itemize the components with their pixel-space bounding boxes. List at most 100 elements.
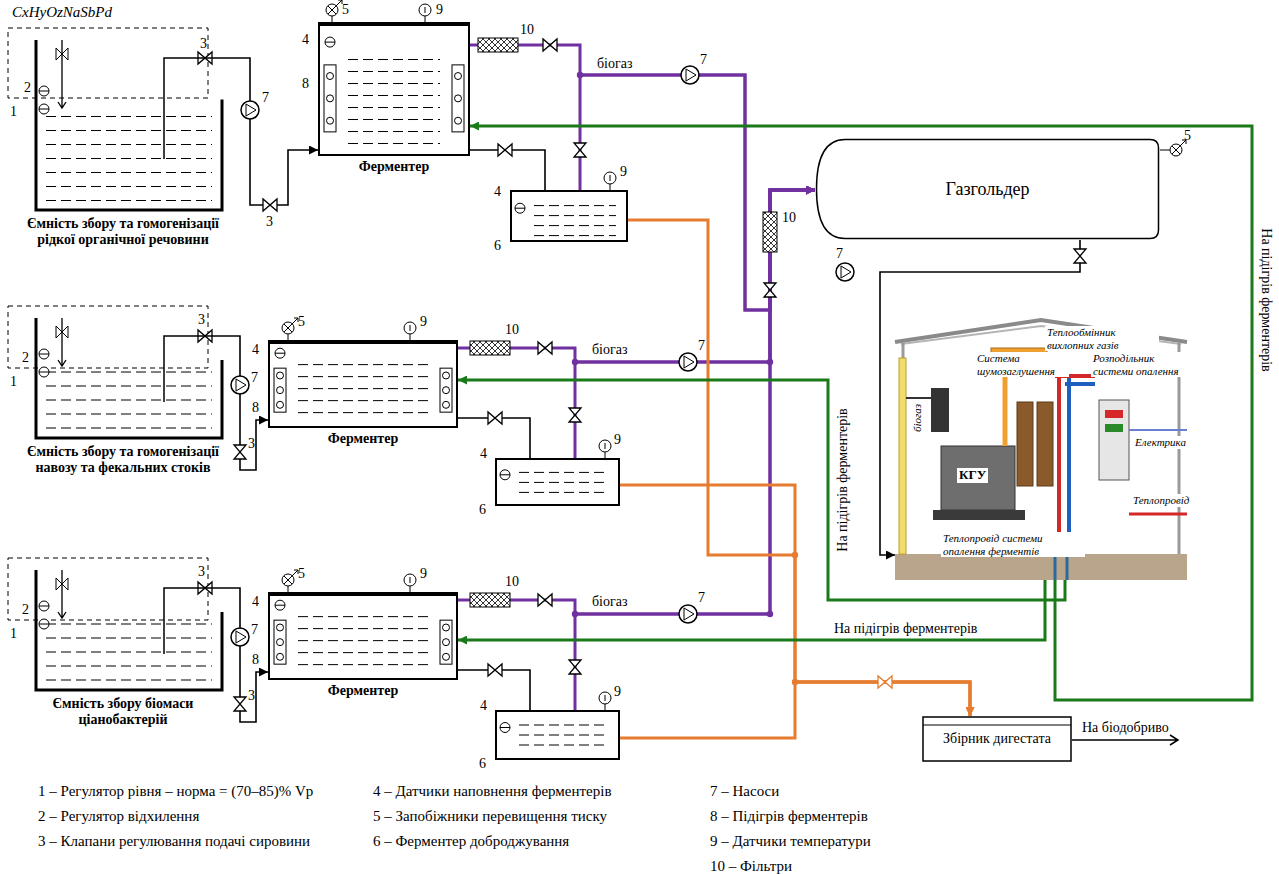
legend-entry: 10 – Фільтри	[710, 858, 792, 874]
level-regulator	[39, 354, 49, 355]
pump-symbol	[681, 66, 699, 84]
supply-pipe	[1057, 376, 1061, 554]
valve-symbol	[878, 676, 892, 688]
fermenter-tank	[319, 23, 469, 155]
biogas-pipe-label: біогаз	[911, 402, 924, 434]
legend-entry: 1 – Регулятор рівня – норма = (70–85)% V…	[38, 783, 313, 800]
legend-entry: 5 – Запобіжники перевищення тиску	[373, 808, 607, 825]
suction-pipe	[164, 58, 232, 159]
valve-symbol	[569, 660, 581, 674]
valve-symbol	[56, 578, 68, 590]
legend-entry: 2 – Регулятор відхилення	[38, 808, 199, 825]
level-regulator	[39, 91, 49, 92]
callout-number: 3	[198, 312, 205, 327]
node-label: Збірник дигестата	[943, 731, 1051, 747]
gas-meter	[931, 388, 949, 432]
digestate-pipe	[628, 220, 970, 716]
node-label: Газгольдер	[945, 179, 1029, 200]
liquid-level	[46, 638, 212, 639]
liquid-level	[298, 652, 428, 653]
callout-number: 2	[24, 80, 31, 95]
callout-number: 10	[782, 210, 796, 225]
heater-coil	[455, 95, 462, 102]
fill-sensor	[325, 42, 335, 43]
callout-number: 4	[302, 32, 309, 47]
fermenter-tank	[269, 341, 457, 427]
filter-symbol	[470, 593, 510, 607]
chp-engine	[941, 446, 1015, 510]
fill-sensor	[325, 37, 335, 47]
liquid-level	[348, 95, 440, 96]
fermenter-box: Ферментер	[318, 22, 470, 180]
callout-number: 7	[251, 622, 258, 637]
fermenter-tank	[269, 593, 457, 679]
liquid-level	[348, 143, 440, 144]
silencer-label: Система шумозаглушення	[975, 352, 1069, 377]
gasholder-outline	[817, 140, 1159, 239]
node-label: Ферментер	[328, 431, 399, 447]
electricity-label: Електрика	[1133, 436, 1188, 449]
callout-number: 3	[248, 688, 255, 703]
pipe-label: На підігрів ферментерів	[835, 406, 850, 553]
callout-number: 5	[298, 314, 305, 329]
callout-number: 3	[266, 214, 273, 229]
safety-valve-symbol	[282, 570, 298, 592]
heater-coil	[327, 95, 334, 102]
heater-coil	[455, 117, 462, 124]
post-fermenter-tank	[496, 711, 619, 759]
callout-number: 9	[436, 2, 443, 17]
fill-sensor	[515, 208, 525, 209]
callout-number: 6	[479, 756, 486, 772]
callout-number: 8	[252, 400, 259, 415]
callout-number: 7	[698, 590, 705, 605]
fermenter-lid	[268, 340, 458, 344]
level-regulator	[39, 372, 49, 373]
heater-coil	[327, 117, 334, 124]
callout-number: 3	[248, 436, 255, 451]
level-regulator	[39, 619, 49, 629]
fill-sensor	[500, 727, 510, 728]
liquid-level	[519, 492, 608, 493]
liquid-level	[46, 652, 212, 653]
heat-pipe	[1129, 513, 1187, 516]
heat-pipe	[1055, 554, 1067, 580]
suction-pipe	[164, 336, 232, 402]
liquid-level	[46, 158, 212, 159]
legend-entry: 7 – Насоси	[710, 783, 779, 800]
feed-pipe	[232, 336, 268, 470]
biogas-pipe	[470, 45, 815, 310]
junction-dot	[767, 611, 773, 617]
callout-number: 9	[620, 164, 627, 179]
level-regulator	[39, 109, 49, 110]
liquid-level	[298, 640, 428, 641]
liquid-level	[534, 225, 616, 226]
heater-symbol	[440, 620, 452, 664]
callout-number: 7	[251, 370, 258, 385]
heater-symbol	[324, 65, 336, 132]
heater-coil	[277, 387, 284, 394]
level-regulator	[39, 367, 49, 377]
post-fermenter-box: 6	[495, 710, 620, 760]
collection-tank: Ємність збору та гомогенізації навозу та…	[14, 318, 232, 479]
legend-entry: 6 – Ферментер доброджування	[373, 833, 569, 850]
heater-symbol	[452, 65, 464, 132]
biogas-pipe	[458, 190, 815, 614]
liquid-level	[46, 172, 212, 173]
pump-symbol	[679, 353, 697, 371]
callout-number: 7	[262, 90, 269, 105]
liquid-level	[46, 386, 212, 387]
level-regulator	[39, 601, 49, 611]
heating-pipe	[470, 126, 1252, 700]
heat-pipe-label: Теплопровід системи опалення ферментів	[941, 532, 1085, 557]
junction-dot	[767, 359, 773, 365]
valve-symbol	[234, 445, 246, 459]
pump-symbol	[241, 101, 259, 119]
safety-pipe	[1160, 150, 1170, 151]
callout-number: 2	[22, 602, 29, 617]
heater-coil	[443, 387, 450, 394]
heater-symbol	[274, 368, 286, 412]
valve-symbol	[1074, 249, 1086, 263]
liquid-level	[519, 725, 608, 726]
callout-number: 7	[836, 246, 843, 261]
